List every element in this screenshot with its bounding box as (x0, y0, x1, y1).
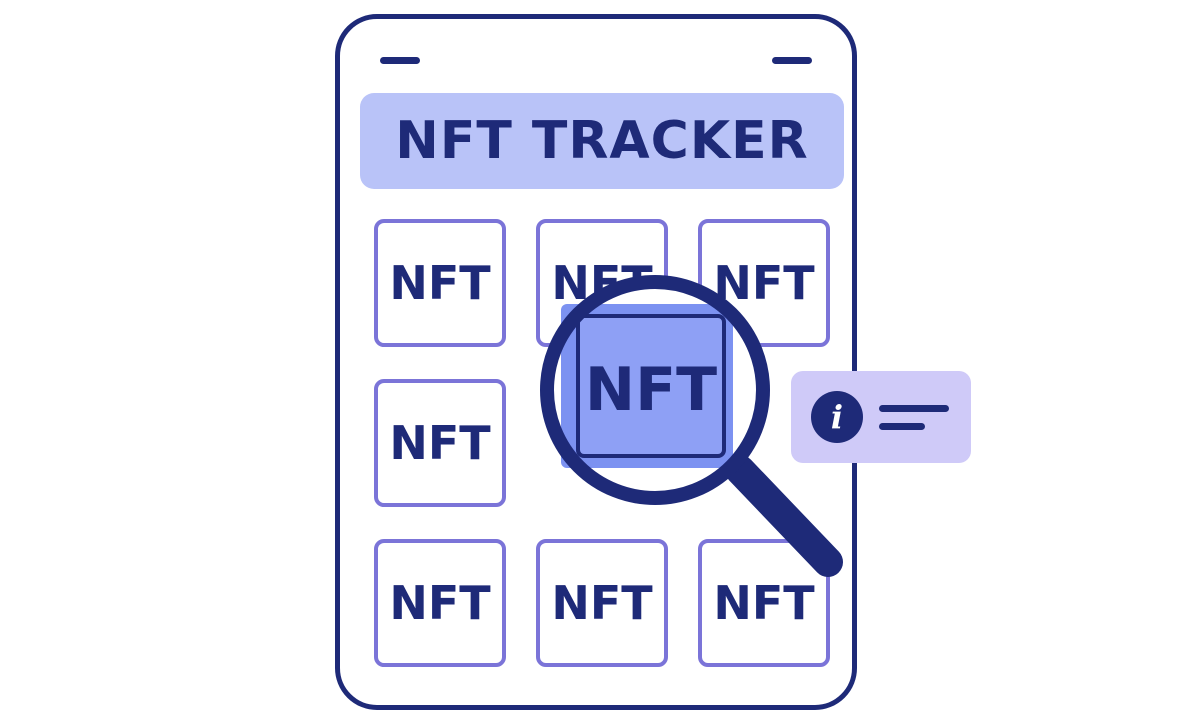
info-icon: i (811, 391, 863, 443)
nft-tile[interactable]: NFT (374, 379, 506, 507)
nft-tile[interactable]: NFT (536, 219, 668, 347)
phone-frame: NFT TRACKER NFT NFT NFT NFT NFT NFT NFT (335, 14, 857, 710)
info-text-line (879, 423, 925, 430)
info-text-line (879, 405, 949, 412)
nft-tile[interactable]: NFT (536, 539, 668, 667)
top-right-notch (772, 57, 812, 64)
top-left-notch (380, 57, 420, 64)
nft-tile[interactable]: NFT (698, 219, 830, 347)
nft-tile[interactable]: NFT (698, 539, 830, 667)
app-title: NFT TRACKER (360, 93, 844, 189)
nft-tile[interactable]: NFT (374, 539, 506, 667)
info-card[interactable]: i (791, 371, 971, 463)
nft-tile[interactable]: NFT (374, 219, 506, 347)
